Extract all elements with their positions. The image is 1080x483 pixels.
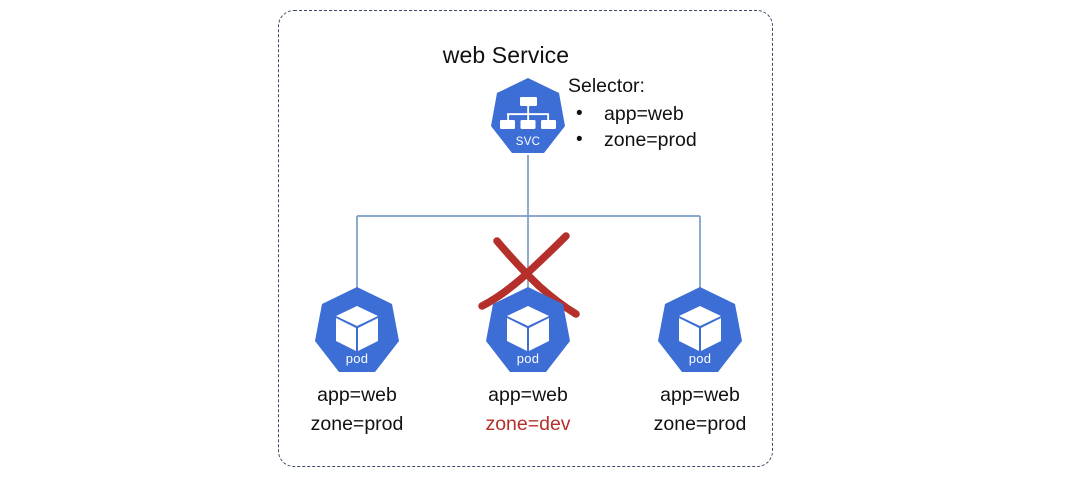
selector-heading: Selector: — [568, 75, 645, 97]
kubernetes-pod-heptagon-icon — [486, 287, 570, 372]
selector-item-label: zone=prod — [604, 129, 697, 152]
pod-label-app: app=web — [488, 384, 568, 406]
pod-label-app: app=web — [660, 384, 740, 406]
pod-label-app: app=web — [317, 384, 397, 406]
pod-label-zone: zone=prod — [310, 412, 404, 435]
pod-node-left[interactable]: pod — [314, 286, 400, 376]
pod-labels-middle: app=web zone=dev — [428, 381, 628, 439]
kubernetes-service-heptagon-icon — [491, 78, 565, 153]
selector-item-zone: • zone=prod — [568, 128, 778, 154]
kubernetes-pod-heptagon-icon — [658, 287, 742, 372]
selector-item-label: app=web — [604, 102, 684, 125]
service-node-web[interactable]: SVC — [490, 77, 566, 157]
selector-list: • app=web • zone=prod — [568, 102, 778, 154]
pod-labels-right: app=web zone=prod — [600, 381, 800, 439]
bullet-icon: • — [576, 102, 583, 124]
pod-node-middle[interactable]: pod — [485, 286, 571, 376]
pod-label-zone: zone=prod — [653, 412, 747, 435]
pod-label-zone: zone=dev — [485, 412, 571, 435]
kubernetes-pod-heptagon-icon — [315, 287, 399, 372]
pod-node-right[interactable]: pod — [657, 286, 743, 376]
pod-labels-left: app=web zone=prod — [257, 381, 457, 439]
selector-item-app: • app=web — [568, 102, 778, 128]
page-title: web Service — [442, 42, 570, 68]
bullet-icon: • — [576, 129, 583, 151]
service-selector-block: Selector: • app=web • zone=prod — [568, 74, 778, 154]
